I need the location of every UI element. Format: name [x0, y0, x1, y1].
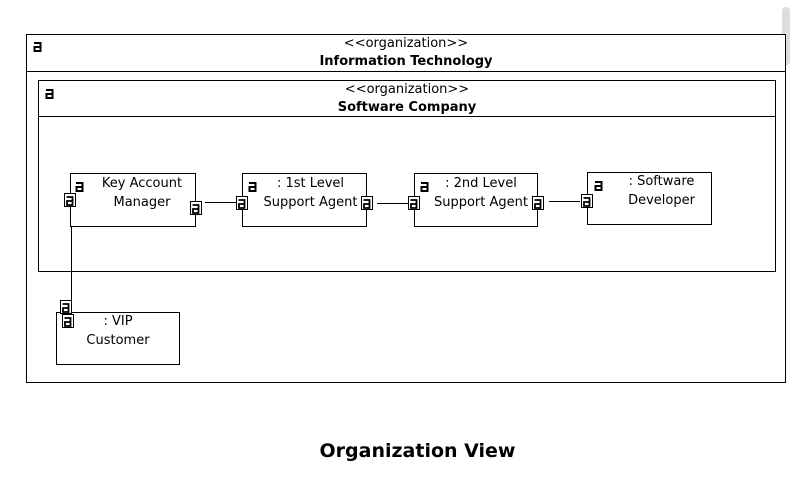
port-icon[interactable] [408, 196, 420, 210]
part-label: : Software Developer [628, 174, 695, 208]
port-icon[interactable] [190, 201, 202, 215]
part-label: Key Account Manager [101, 176, 183, 210]
connector-second-level-to-developer [549, 201, 580, 202]
outer-org-name: Information Technology [319, 54, 493, 69]
part-vip-customer[interactable]: : VIP Customer [56, 312, 180, 365]
connector-kam-to-vip-customer [71, 210, 72, 302]
port-icon[interactable] [361, 196, 373, 210]
port-icon[interactable] [62, 314, 74, 328]
part-first-level-support-agent[interactable]: : 1st Level Support Agent [242, 173, 367, 227]
uml-element-icon [74, 179, 86, 193]
inner-org-name: Software Company [337, 100, 477, 115]
outer-org-divider [27, 71, 785, 72]
outer-org-stereotype: <<organization>> [343, 36, 469, 51]
uml-element-icon [593, 178, 605, 192]
part-key-account-manager[interactable]: Key Account Manager [70, 173, 196, 227]
inner-org-divider [39, 116, 775, 117]
part-label: : VIP Customer [86, 314, 150, 348]
connector-kam-to-first-level [205, 202, 242, 203]
port-icon[interactable] [64, 193, 76, 207]
connector-first-to-second-level [377, 203, 414, 204]
port-icon[interactable] [581, 194, 593, 208]
vertical-scrollbar[interactable] [782, 7, 790, 65]
part-label: : 2nd Level Support Agent [433, 176, 528, 210]
part-second-level-support-agent[interactable]: : 2nd Level Support Agent [414, 173, 538, 227]
inner-org-stereotype: <<organization>> [344, 82, 470, 97]
diagram-title: Organization View [319, 440, 516, 462]
port-icon[interactable] [236, 196, 248, 210]
part-software-developer[interactable]: : Software Developer [587, 172, 712, 225]
port-icon[interactable] [532, 196, 544, 210]
part-label: : 1st Level Support Agent [263, 176, 358, 210]
port-icon[interactable] [60, 300, 72, 314]
